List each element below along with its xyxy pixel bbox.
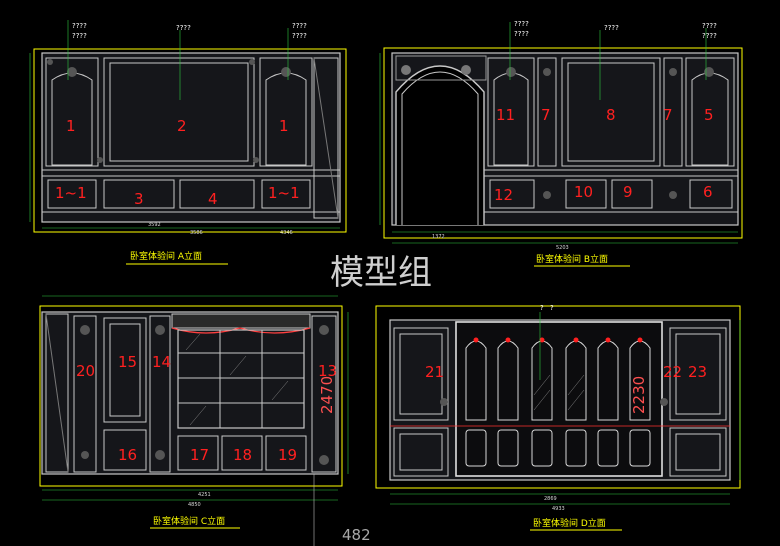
d-vertical-dim: 2230 — [630, 376, 648, 414]
b-annotation-2: ???? — [514, 30, 529, 38]
b-num-12: 12 — [494, 186, 513, 204]
watermark: 模型组 — [330, 253, 432, 293]
a-annotation-5: ???? — [292, 32, 307, 40]
c-num-18: 18 — [233, 446, 252, 464]
a-num-4: 1~1 — [55, 184, 87, 202]
b-num-11: 11 — [496, 106, 515, 124]
b-num-7a: 7 — [541, 106, 551, 124]
b-annotation-1: ???? — [514, 20, 529, 28]
d-num-21: 21 — [425, 363, 444, 381]
b-annotation-4: ???? — [702, 22, 717, 30]
c-vertical-dim: 2470 — [318, 376, 336, 414]
b-title: 卧室体验间 B立面 — [536, 253, 608, 265]
a-dim-3: 4346 — [280, 230, 293, 236]
c-num-14: 14 — [152, 353, 171, 371]
b-num-10: 10 — [574, 183, 593, 201]
c-num-20: 20 — [76, 362, 95, 380]
elevation-c — [39, 295, 349, 546]
c-num-15: 15 — [118, 353, 137, 371]
c-num-19: 19 — [278, 446, 297, 464]
d-annotation-1: ? — [540, 304, 544, 312]
a-num-5: 3 — [134, 190, 144, 208]
d-title: 卧室体验间 D立面 — [533, 517, 606, 529]
c-num-13: 13 — [318, 362, 337, 380]
d-num-23: 23 — [688, 363, 707, 381]
c-title: 卧室体验间 C立面 — [153, 515, 225, 527]
bottom-number: 482 — [342, 526, 371, 544]
b-dim-2: 5203 — [556, 245, 569, 251]
b-annotation-5: ???? — [702, 32, 717, 40]
c-num-16: 16 — [118, 446, 137, 464]
c-dim-2: 4850 — [188, 502, 201, 508]
a-num-3: 1 — [279, 117, 289, 135]
a-dim-1: 3592 — [148, 222, 161, 228]
a-num-6: 4 — [208, 190, 218, 208]
b-num-5: 5 — [704, 106, 714, 124]
b-num-8: 8 — [606, 106, 616, 124]
b-dim-1: 1372 — [432, 234, 445, 240]
elevation-a — [29, 20, 347, 233]
c-num-17: 17 — [190, 446, 209, 464]
d-dim-2: 4933 — [552, 506, 565, 512]
b-num-6: 6 — [703, 183, 713, 201]
b-annotation-3: ???? — [604, 24, 619, 32]
b-num-9: 9 — [623, 183, 633, 201]
a-annotation-2: ???? — [72, 32, 87, 40]
a-num-2: 2 — [177, 117, 187, 135]
a-annotation-1: ???? — [72, 22, 87, 30]
a-title: 卧室体验间 A立面 — [130, 250, 202, 262]
a-annotation-3: ???? — [176, 24, 191, 32]
d-num-22: 22 — [663, 363, 682, 381]
a-num-7: 1~1 — [268, 184, 300, 202]
elevation-d — [375, 305, 741, 505]
a-num-1: 1 — [66, 117, 76, 135]
a-dim-2: 3586 — [190, 230, 203, 236]
c-dim-1: 4251 — [198, 492, 211, 498]
b-num-7b: 7 — [663, 106, 673, 124]
elevation-b — [379, 22, 743, 244]
d-dim-1: 2869 — [544, 496, 557, 502]
d-annotation-2: ? — [550, 304, 554, 312]
a-annotation-4: ???? — [292, 22, 307, 30]
